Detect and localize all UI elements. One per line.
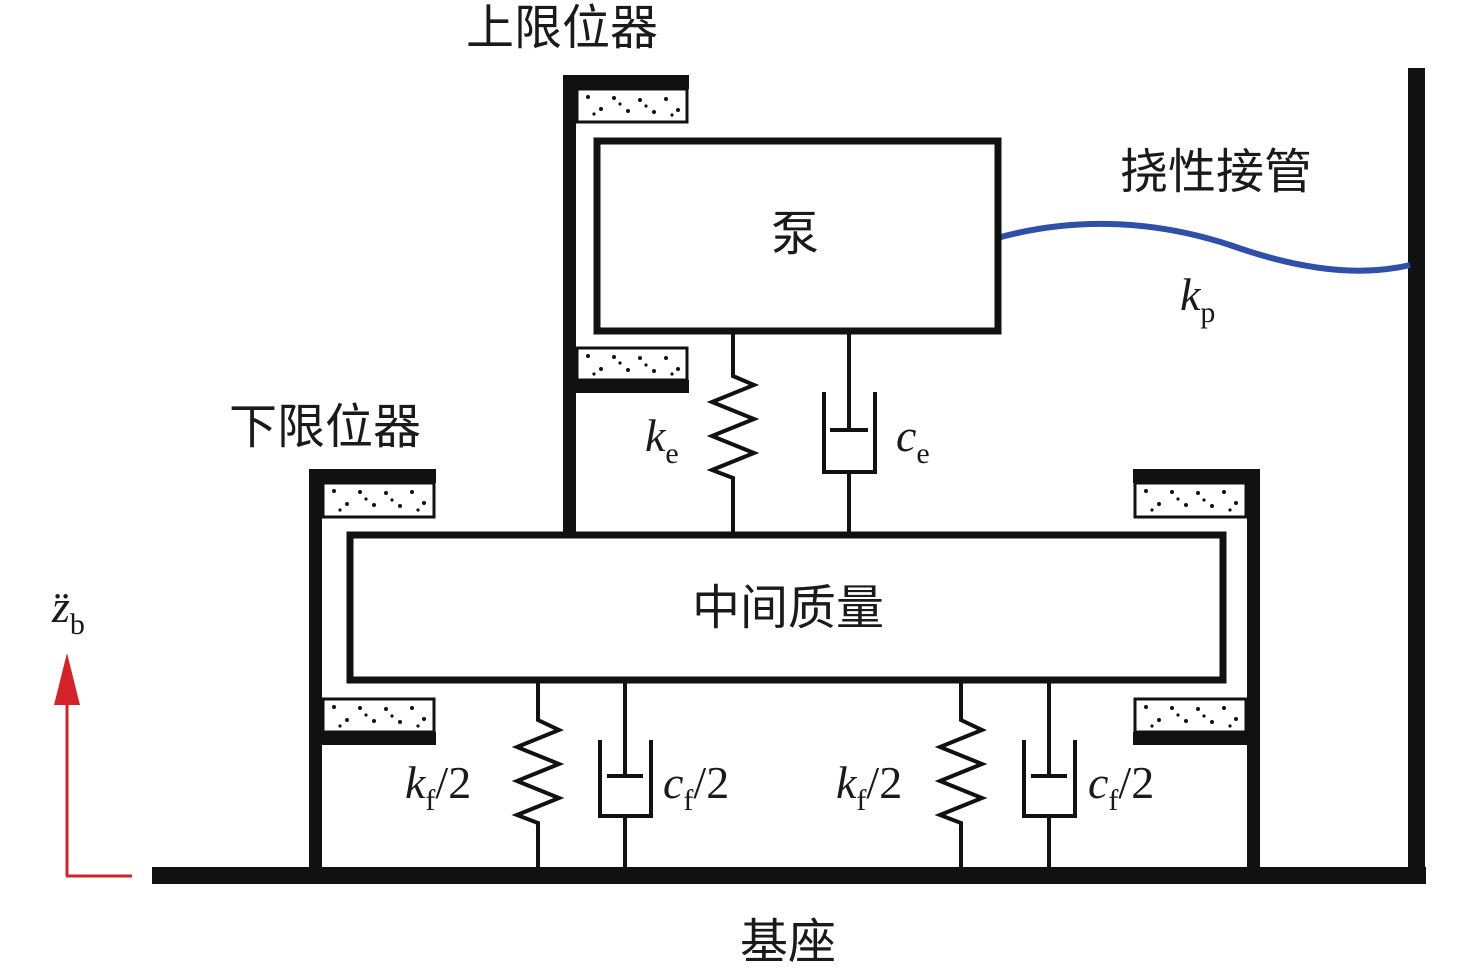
pump-label: 泵	[771, 206, 819, 262]
cf-left-label: cf/2	[663, 757, 729, 817]
upper-limiter-label: 上限位器	[466, 0, 658, 56]
lower-limiter-right-top-pad	[1133, 481, 1248, 519]
upper-limiter-top-pad	[575, 87, 689, 124]
middle-mass-box	[346, 531, 1227, 684]
lower-limiter-right-bottom-plate	[1133, 732, 1260, 745]
kf-left-label: kf/2	[405, 757, 471, 817]
spring-kf-right	[934, 683, 988, 868]
excitation-arrow	[54, 653, 132, 878]
lower-limiter-left-top-pad	[321, 481, 436, 519]
middle-mass-label: 中间质量	[692, 580, 884, 636]
upper-limiter-bottom-plate	[563, 380, 689, 393]
lower-limiter-left-top-plate	[309, 469, 436, 483]
arrow-head-icon	[54, 653, 80, 705]
upper-limiter-bottom-pad-texture	[586, 354, 680, 376]
cf-right-label: cf/2	[1088, 757, 1154, 817]
pump-box	[593, 137, 1002, 335]
flexible-pipe	[996, 220, 1411, 274]
damper-cf-right	[1022, 683, 1077, 868]
lower-limiter-left-post	[309, 469, 322, 884]
kf-right-label: kf/2	[836, 757, 902, 817]
lower-limiter-right	[1133, 469, 1260, 884]
spring-ke	[706, 331, 760, 532]
lower-limiter-right-top-texture	[1144, 489, 1238, 512]
damper-ce	[822, 331, 877, 532]
spring-kf-left	[511, 683, 565, 868]
lower-limiter-left	[309, 469, 436, 884]
base-bar	[152, 867, 1426, 884]
upper-limiter-post	[563, 75, 576, 533]
lower-limiter-left-bottom-pad	[321, 697, 436, 734]
damper-cf-left	[598, 683, 653, 868]
lower-limiter-right-bottom-texture	[1144, 705, 1238, 728]
upper-limiter-top-plate	[563, 75, 689, 89]
zb-label: z̈b	[51, 581, 85, 641]
lower-limiter-right-top-plate	[1133, 469, 1260, 483]
right-wall	[1408, 68, 1425, 884]
lower-limiter-label: 下限位器	[229, 399, 421, 455]
upper-limiter-top-pad-texture	[586, 95, 680, 117]
lower-limiter-left-top-texture	[332, 489, 426, 512]
lower-limiter-left-bottom-plate	[309, 732, 436, 745]
flexible-pipe-label: 挠性接管	[1120, 144, 1312, 200]
upper-limiter	[563, 75, 689, 533]
ce-label: ce	[896, 410, 930, 470]
lower-limiter-right-post	[1247, 469, 1260, 884]
base-label: 基座	[740, 914, 836, 970]
ke-label: ke	[645, 410, 679, 470]
lower-limiter-left-bottom-texture	[332, 705, 426, 728]
kp-label: kp	[1180, 269, 1215, 329]
